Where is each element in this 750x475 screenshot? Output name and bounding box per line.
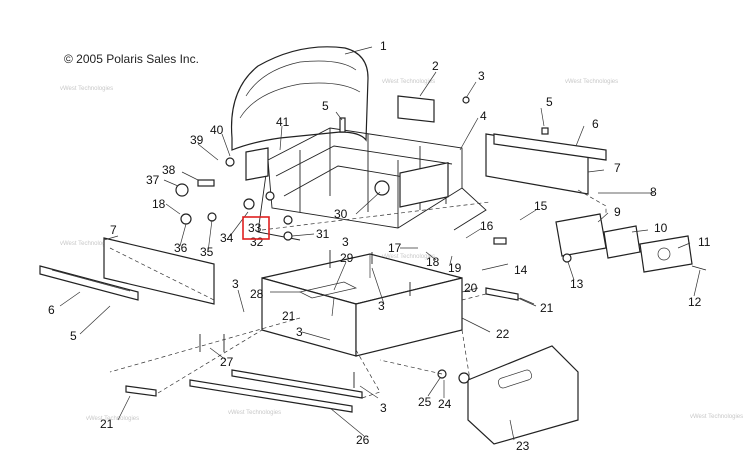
callout-5: 5 xyxy=(546,95,553,109)
fasteners xyxy=(125,96,707,397)
callout-3: 3 xyxy=(378,299,385,313)
callout-26: 26 xyxy=(356,433,370,447)
callout-1: 1 xyxy=(380,39,387,53)
callout-30: 30 xyxy=(334,207,348,221)
callout-18: 18 xyxy=(152,197,166,211)
callout-18: 18 xyxy=(426,255,440,269)
mount-plate xyxy=(397,95,435,123)
lower-skid xyxy=(189,369,363,413)
watermark: vWest Technologies xyxy=(382,79,435,85)
callout-5: 5 xyxy=(322,99,329,113)
callout-41: 41 xyxy=(276,115,290,129)
watermark: vWest Technologies xyxy=(60,86,113,92)
callout-3: 3 xyxy=(296,325,303,339)
callout-38: 38 xyxy=(162,163,176,177)
callout-33: 33 xyxy=(248,221,262,235)
storage-box xyxy=(261,253,463,357)
callout-21: 21 xyxy=(540,301,554,315)
callout-28: 28 xyxy=(250,287,264,301)
callout-27: 27 xyxy=(220,355,234,369)
highlighted-part-33[interactable]: 33 xyxy=(242,216,270,240)
callout-16: 16 xyxy=(480,219,494,233)
guide-lines xyxy=(109,189,607,399)
callout-6: 6 xyxy=(48,303,55,317)
callout-21: 21 xyxy=(282,309,296,323)
callout-10: 10 xyxy=(654,221,668,235)
callout-3: 3 xyxy=(232,277,239,291)
callout-23: 23 xyxy=(516,439,530,453)
watermark: vWest Technologies xyxy=(565,79,618,85)
callout-24: 24 xyxy=(438,397,452,411)
side-bracket xyxy=(245,147,269,181)
callout-3: 3 xyxy=(478,69,485,83)
highlight-box xyxy=(242,216,270,240)
callout-36: 36 xyxy=(174,241,188,255)
callout-20: 20 xyxy=(464,281,478,295)
callouts: 1 2 3 4 5 5 6 7 8 9 10 11 12 13 14 15 16… xyxy=(48,39,711,453)
callout-12: 12 xyxy=(688,295,702,309)
watermark: vWest Technologies xyxy=(382,254,435,260)
callout-15: 15 xyxy=(534,199,548,213)
left-fender xyxy=(39,237,215,305)
callout-5: 5 xyxy=(70,329,77,343)
callout-9: 9 xyxy=(614,205,621,219)
leader-lines xyxy=(59,46,701,441)
watermark: vWest Technologies xyxy=(60,241,113,247)
copyright-notice: © 2005 Polaris Sales Inc. xyxy=(64,52,199,66)
callout-35: 35 xyxy=(200,245,214,259)
rack-frame xyxy=(257,127,487,241)
callout-34: 34 xyxy=(220,231,234,245)
callout-7: 7 xyxy=(110,223,117,237)
callout-29: 29 xyxy=(340,251,354,265)
callout-25: 25 xyxy=(418,395,432,409)
callout-14: 14 xyxy=(514,263,528,277)
right-fender xyxy=(485,133,607,195)
callout-6: 6 xyxy=(592,117,599,131)
door-panel xyxy=(467,345,579,445)
callout-22: 22 xyxy=(496,327,510,341)
callout-17: 17 xyxy=(388,241,402,255)
callout-39: 39 xyxy=(190,133,204,147)
watermark: vWest Technologies xyxy=(86,416,139,422)
callout-8: 8 xyxy=(650,185,657,199)
callout-4: 4 xyxy=(480,109,487,123)
callout-3: 3 xyxy=(342,235,349,249)
callout-19: 19 xyxy=(448,261,462,275)
callout-40: 40 xyxy=(210,123,224,137)
backrest xyxy=(230,46,369,151)
watermark: vWest Technologies xyxy=(228,410,281,416)
callout-13: 13 xyxy=(570,277,584,291)
callout-21: 21 xyxy=(100,417,114,431)
callout-7: 7 xyxy=(614,161,621,175)
tail-light xyxy=(555,213,693,273)
callout-2: 2 xyxy=(432,59,439,73)
callout-11: 11 xyxy=(698,235,711,249)
watermark: vWest Technologies xyxy=(690,414,743,420)
callout-32: 32 xyxy=(250,235,264,249)
callout-3: 3 xyxy=(380,401,387,415)
callout-31: 31 xyxy=(316,227,330,241)
callout-37: 37 xyxy=(146,173,160,187)
